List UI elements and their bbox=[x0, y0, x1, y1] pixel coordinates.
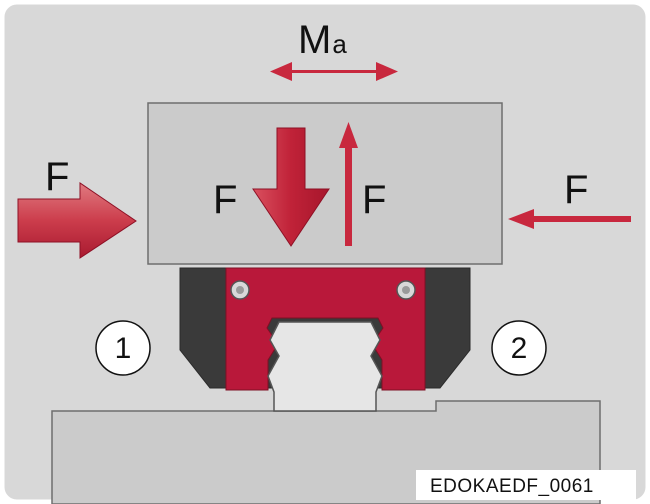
position-1-circle bbox=[95, 320, 151, 376]
moment-label: Ma bbox=[298, 18, 347, 62]
force-up-label: F bbox=[362, 178, 386, 222]
guide-rail bbox=[267, 321, 383, 412]
position-2-label: 2 bbox=[511, 332, 528, 365]
position-1-label: 1 bbox=[115, 332, 132, 365]
right-force-arrow-icon bbox=[508, 209, 631, 229]
screw-right-icon bbox=[396, 280, 416, 300]
position-2-circle bbox=[491, 320, 547, 376]
screw-left-icon bbox=[230, 280, 250, 300]
figure-code-box bbox=[416, 470, 636, 500]
left-force-arrow-icon bbox=[17, 182, 137, 259]
force-left-label: F bbox=[45, 155, 69, 199]
up-force-arrow-icon bbox=[339, 122, 358, 246]
down-force-arrow-icon bbox=[252, 127, 330, 247]
mounting-block bbox=[147, 102, 503, 265]
force-right-label: F bbox=[564, 168, 588, 212]
carriage-red-part bbox=[225, 267, 426, 391]
figure-code-label: EDOKAEDF_0061 bbox=[430, 476, 594, 497]
moment-double-arrow-icon bbox=[270, 62, 398, 81]
force-down-label: F bbox=[213, 178, 237, 222]
